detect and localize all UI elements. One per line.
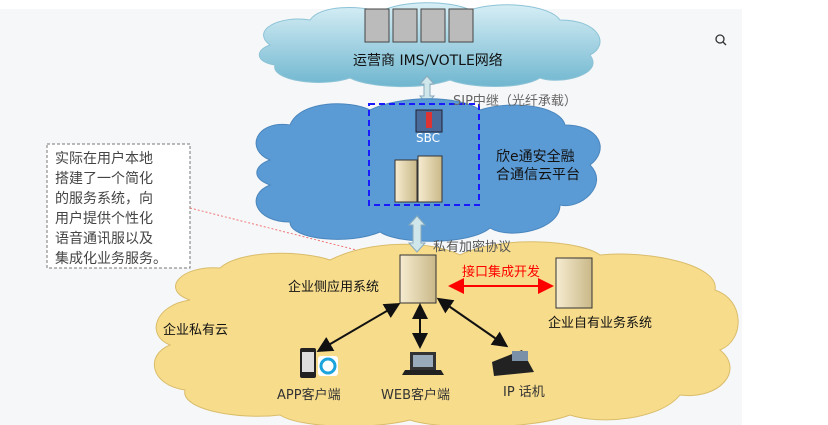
platform-servers-icon <box>394 155 443 203</box>
laptop-icon <box>402 352 444 375</box>
arrow-to-app <box>316 302 401 353</box>
sbc-icon-light <box>426 112 432 128</box>
note-line: 集成化业务服务。 <box>55 251 167 267</box>
arrow-to-ipphone <box>436 297 509 348</box>
note-text: 实际在用户本地 搭建了一个简化 的服务系统，向 用户提供个性化 语音通讯服以及 … <box>55 149 167 269</box>
platform-label-line2: 合通信云平台 <box>496 167 580 183</box>
carrier-cloud <box>258 2 601 88</box>
app-system-label: 企业侧应用系统 <box>288 280 380 295</box>
enterprise-cloud-label: 企业私有云 <box>163 323 229 338</box>
app-server-icon <box>399 254 437 304</box>
note-line: 实际在用户本地 <box>55 151 153 167</box>
note-line: 的服务系统，向 <box>55 191 153 207</box>
carrier-servers <box>364 8 474 43</box>
ip-phone-icon <box>492 350 534 376</box>
platform-dashed-box <box>368 103 480 206</box>
web-client-label: WEB客户端 <box>381 388 450 403</box>
search-icon[interactable] <box>715 34 727 46</box>
own-system-label: 企业自有业务系统 <box>548 316 653 331</box>
platform-label-line1: 欣e通安全融 <box>496 149 575 165</box>
sip-link-label: SIP中继（光纤承载） <box>453 94 577 109</box>
ip-phone-label: IP 话机 <box>503 385 545 400</box>
note-line: 用户提供个性化 <box>55 211 153 227</box>
private-link-label: 私有加密协议 <box>433 240 512 255</box>
note-line: 语音通讯服以及 <box>55 231 153 247</box>
carrier-cloud-label: 运营商 IMS/VOTLE网络 <box>353 53 503 69</box>
sbc-label: SBC <box>416 131 441 145</box>
mobile-phone-icon <box>300 348 316 378</box>
own-system-server-icon <box>555 257 593 309</box>
note-box <box>46 143 191 269</box>
integration-label: 接口集成开发 <box>462 265 541 280</box>
private-double-arrow <box>407 215 427 253</box>
app-client-label: APP客户端 <box>277 388 341 403</box>
note-line: 搭建了一个简化 <box>55 171 153 187</box>
note-pointer <box>189 207 405 263</box>
app-logo-icon <box>318 356 338 376</box>
